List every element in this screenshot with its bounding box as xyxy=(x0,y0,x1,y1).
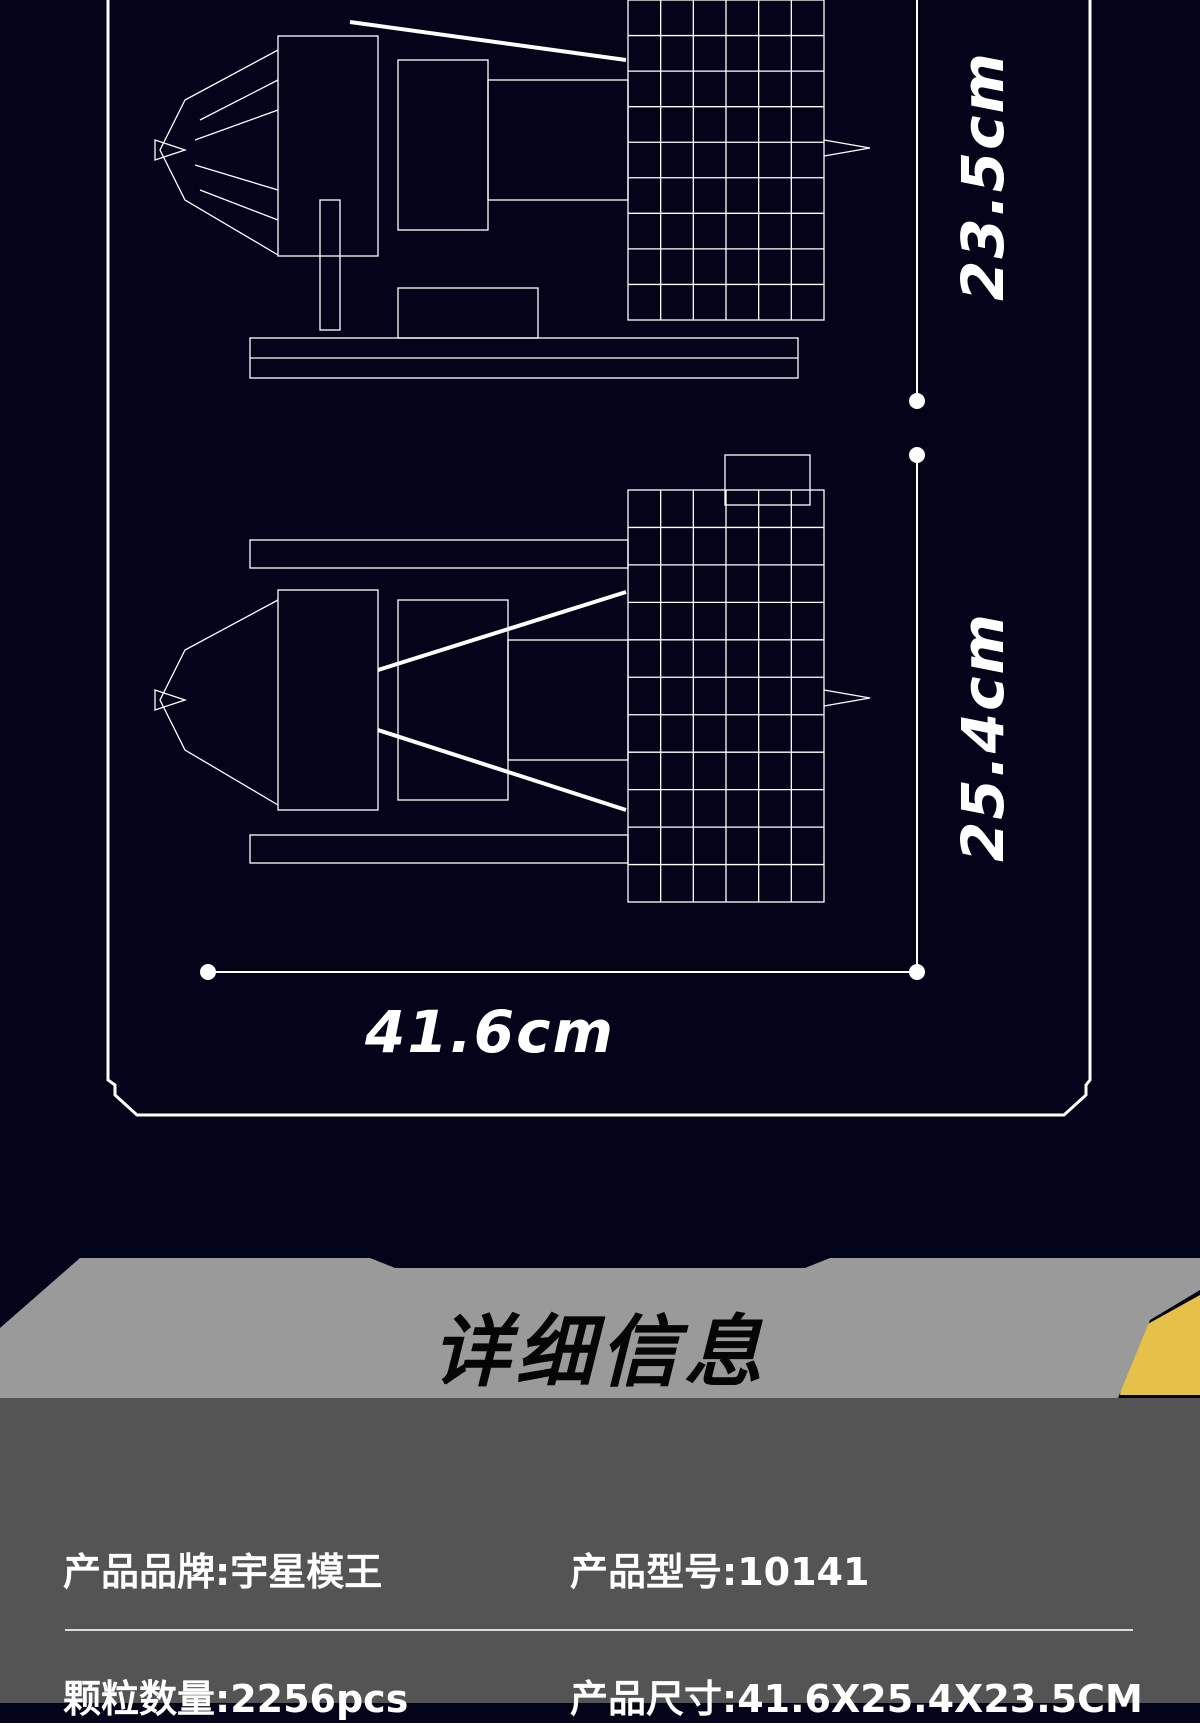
detail-size: 产品尺寸:41.6X25.4X23.5CM xyxy=(570,1677,1143,1721)
detail-value: 2256pcs xyxy=(230,1677,409,1721)
product-blueprint xyxy=(106,0,1092,1117)
detail-model: 产品型号:10141 xyxy=(570,1550,870,1594)
frame-border xyxy=(106,0,1092,1117)
detail-brand: 产品品牌:宇星模王 xyxy=(63,1550,383,1594)
detail-value: 10141 xyxy=(737,1550,870,1594)
height-dimension-label-1: 23.5cm xyxy=(949,51,1017,301)
engine-side-view xyxy=(154,0,871,379)
detail-piece-count: 颗粒数量:2256pcs xyxy=(63,1677,409,1721)
divider xyxy=(65,1629,1133,1631)
detail-label: 产品品牌 xyxy=(63,1550,216,1594)
engine-top-view xyxy=(154,454,871,903)
width-dimension-label: 41.6cm xyxy=(365,998,615,1066)
product-details-panel: 产品品牌:宇星模王 产品型号:10141 颗粒数量:2256pcs 产品尺寸:4… xyxy=(0,1398,1200,1721)
height-dimension-label-2: 25.4cm xyxy=(949,612,1017,862)
section-title: 详细信息 xyxy=(431,1308,768,1398)
detail-label: 产品型号 xyxy=(570,1550,723,1594)
detail-label: 颗粒数量 xyxy=(63,1677,216,1721)
detail-value: 宇星模王 xyxy=(230,1550,383,1594)
detail-value: 41.6X25.4X23.5CM xyxy=(737,1677,1143,1721)
section-banner xyxy=(0,1258,1200,1398)
detail-label: 产品尺寸 xyxy=(570,1677,723,1721)
